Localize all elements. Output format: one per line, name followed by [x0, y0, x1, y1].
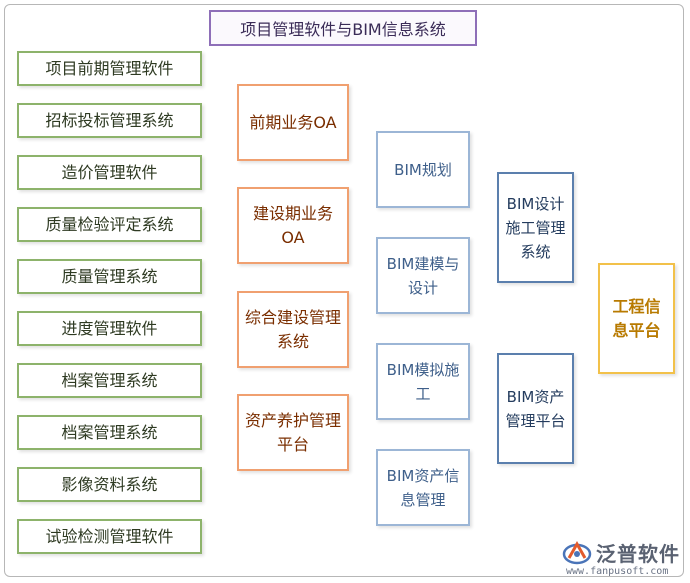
software-box: 质量管理系统 — [17, 259, 202, 294]
oa-box: 建设期业务OA — [237, 187, 349, 264]
software-box: 项目前期管理软件 — [17, 51, 202, 86]
bim-system-box: BIM设计施工管理系统 — [497, 172, 574, 283]
software-box: 造价管理软件 — [17, 155, 202, 190]
software-box: 影像资料系统 — [17, 467, 202, 502]
software-box: 招标投标管理系统 — [17, 103, 202, 138]
oa-box: 资产养护管理平台 — [237, 394, 349, 471]
company-logo: 泛普软件 www.fanpusoft.com — [556, 538, 686, 580]
software-box: 质量检验评定系统 — [17, 207, 202, 242]
platform-box: 工程信息平台 — [598, 263, 675, 374]
oa-box: 综合建设管理系统 — [237, 291, 349, 368]
logo-name: 泛普软件 — [596, 542, 680, 566]
software-box: 档案管理系统 — [17, 363, 202, 398]
oa-box: 前期业务OA — [237, 84, 349, 161]
bim-box: BIM模拟施工 — [376, 343, 470, 420]
logo-url: www.fanpusoft.com — [566, 566, 669, 577]
software-box: 试验检测管理软件 — [17, 519, 202, 554]
software-box: 档案管理系统 — [17, 415, 202, 450]
diagram-title: 项目管理软件与BIM信息系统 — [209, 10, 477, 46]
software-box: 进度管理软件 — [17, 311, 202, 346]
bim-box: BIM建模与设计 — [376, 237, 470, 314]
bim-system-box: BIM资产管理平台 — [497, 353, 574, 464]
bim-box: BIM资产信息管理 — [376, 449, 470, 526]
logo-icon — [562, 540, 592, 565]
bim-box: BIM规划 — [376, 131, 470, 208]
